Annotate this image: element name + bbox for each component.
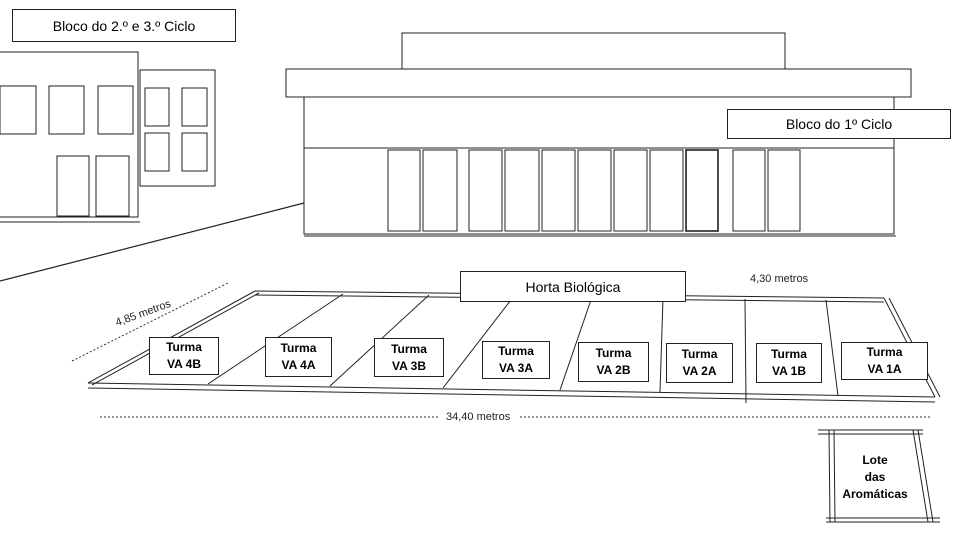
dimension-lines [71,282,932,418]
plot-label-va-4b: Turma VA 4B [149,337,219,375]
dimension-total-length: 34,40 metros [444,411,513,423]
plot-label-line2: VA 2A [682,364,717,378]
plot-label-line1: Turma [280,341,317,355]
plot-label-va-4a: Turma VA 4A [265,337,332,377]
label-block-2-3-ciclo: Bloco do 2.º e 3.º Ciclo [12,9,236,42]
plot-label-line1: Turma [681,347,718,361]
plot-label-line1: Turma [498,344,534,358]
plot-label-line2: VA 3B [391,358,426,373]
plot-label-line1: Turma [391,341,427,356]
perspective-line [0,202,305,282]
plot-label-va-2b: Turma VA 2B [578,342,649,382]
plot-label-line2: VA 4B [166,357,201,371]
plot-label-va-3b: Turma VA 3B [374,338,444,377]
plot-label-line1: Turma [866,345,903,359]
plot-label-line1: Turma [595,346,632,360]
plot-label-line2: VA 3A [498,361,533,375]
label-lote-aromaticas: Lote das Aromáticas [830,452,920,503]
plot-label-va-1b: Turma VA 1B [756,343,822,383]
plot-label-line2: VA 1B [771,364,806,378]
plot-label-line1: Turma [771,347,807,361]
plot-label-line1: Turma [166,340,202,354]
plot-label-line2: VA 4A [281,358,316,372]
plot-label-line2: VA 2B [596,363,631,377]
plot-label-va-3a: Turma VA 3A [482,341,550,379]
lote-line2: das [864,470,886,484]
plot-label-va-2a: Turma VA 2A [666,343,733,383]
dimension-plot-width: 4,30 metros [750,273,809,285]
plot-label-line2: VA 1A [867,362,902,376]
lote-line1: Lote [862,453,888,467]
label-block-1-ciclo: Bloco do 1º Ciclo [727,109,951,139]
label-horta-biologica: Horta Biológica [460,271,686,302]
lote-aromaticas-bed [818,429,940,523]
plot-label-va-1a: Turma VA 1A [841,342,928,380]
building-2-3-ciclo [0,51,216,223]
lote-line3: Aromáticas [842,487,908,501]
